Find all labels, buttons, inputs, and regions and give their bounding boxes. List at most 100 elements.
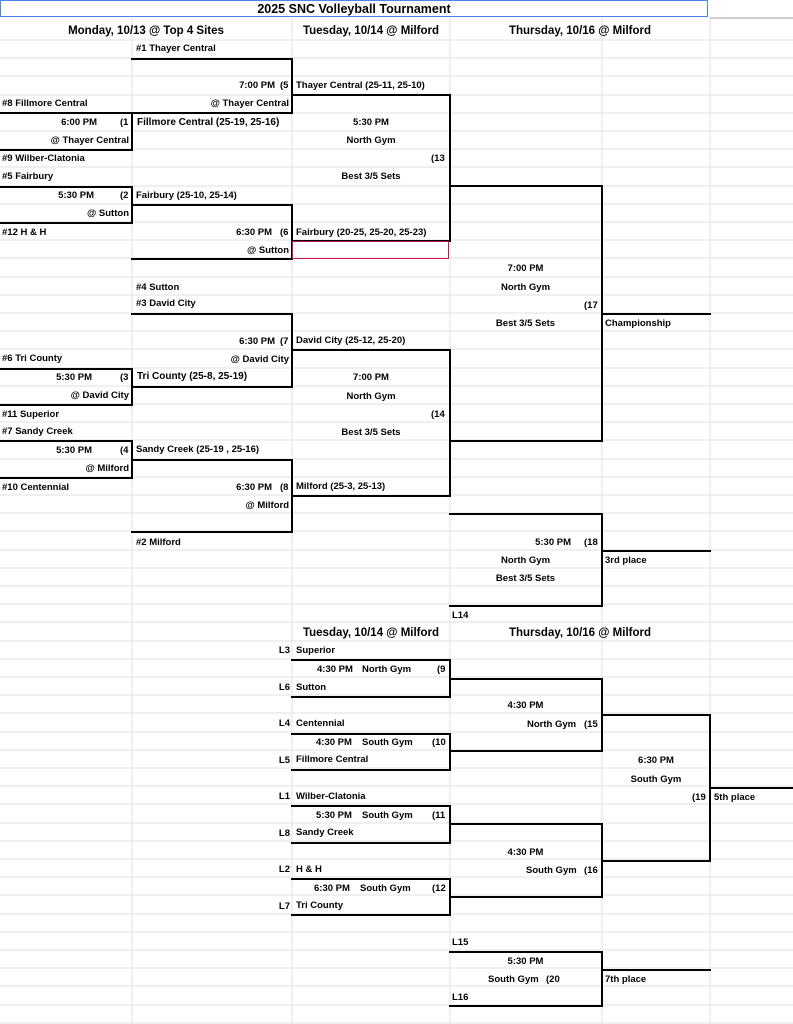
game20-gym[interactable]: South Gym (488, 974, 539, 985)
game16-number[interactable]: (16 (584, 865, 598, 876)
game4-number[interactable]: (4 (120, 445, 129, 456)
loser-1[interactable]: L1 (278, 791, 290, 802)
game19-gym[interactable]: South Gym (630, 774, 682, 785)
seed-1[interactable]: #1 Thayer Central (136, 43, 216, 54)
seed-6[interactable]: #6 Tri County (2, 353, 63, 364)
game9-number[interactable]: (9 (437, 664, 446, 675)
game13-time[interactable]: 5:30 PM (353, 117, 389, 128)
seed-11[interactable]: #11 Superior (2, 409, 60, 420)
game8-number[interactable]: (8 (280, 482, 289, 493)
game2-result[interactable]: Fairbury (25-10, 25-14) (136, 190, 237, 201)
seed-4[interactable]: #4 Sutton (136, 282, 180, 293)
selected-cell[interactable] (292, 241, 449, 259)
seed-10[interactable]: #10 Centennial (2, 482, 70, 493)
seed-3[interactable]: #3 David City (136, 298, 196, 309)
seed-12[interactable]: #12 H & H (2, 227, 47, 238)
game17-sets[interactable]: Best 3/5 Sets (495, 318, 556, 329)
game10-time[interactable]: 4:30 PM (316, 737, 352, 748)
game14-sets[interactable]: Best 3/5 Sets (341, 427, 401, 438)
game6-site[interactable]: @ Sutton (247, 245, 289, 256)
game8-site[interactable]: @ Milford (245, 500, 289, 511)
game1-time[interactable]: 6:00 PM (61, 117, 97, 128)
seventh-place-label[interactable]: 7th place (605, 974, 647, 985)
third-place-label[interactable]: 3rd place (605, 555, 647, 566)
seed-5[interactable]: #5 Fairbury (2, 171, 54, 182)
game5-number[interactable]: (5 (280, 80, 289, 91)
seed-8[interactable]: #8 Fillmore Central (2, 98, 88, 109)
loser-3[interactable]: L3 (278, 645, 290, 656)
game18-sets[interactable]: Best 3/5 Sets (495, 573, 556, 584)
game15-time[interactable]: 4:30 PM (507, 700, 544, 711)
loser-16[interactable]: L16 (452, 992, 469, 1003)
game6-time[interactable]: 6:30 PM (236, 227, 272, 238)
game4-result[interactable]: Sandy Creek (25-19 , 25-16) (136, 444, 260, 455)
seed-7[interactable]: #7 Sandy Creek (2, 426, 73, 437)
game7-site[interactable]: @ David City (230, 354, 289, 365)
game2-site[interactable]: @ Sutton (87, 208, 129, 219)
game7-time[interactable]: 6:30 PM (239, 336, 275, 347)
game4-time[interactable]: 5:30 PM (56, 445, 92, 456)
loser-14[interactable]: L14 (452, 610, 469, 621)
game20-number[interactable]: (20 (546, 974, 560, 985)
game6-result[interactable]: Fairbury (20-25, 25-20, 25-23) (296, 227, 427, 238)
loser-7[interactable]: L7 (278, 901, 290, 912)
game17-number[interactable]: (17 (584, 300, 598, 311)
game5-result[interactable]: Thayer Central (25-11, 25-10) (296, 80, 425, 91)
game13-sets[interactable]: Best 3/5 Sets (341, 171, 401, 182)
game14-time[interactable]: 7:00 PM (353, 372, 389, 383)
title-cell[interactable] (0, 0, 708, 17)
loser-4[interactable]: L4 (278, 718, 290, 729)
championship-label[interactable]: Championship (605, 318, 671, 329)
game10-gym[interactable]: South Gym (362, 737, 413, 748)
game1-number[interactable]: (1 (120, 117, 129, 128)
game9-gym[interactable]: North Gym (362, 664, 412, 675)
team-fillmore-central[interactable]: Fillmore Central (296, 754, 369, 765)
fifth-place-label[interactable]: 5th place (714, 792, 756, 803)
game17-time[interactable]: 7:00 PM (507, 263, 544, 274)
game1-site[interactable]: @ Thayer Central (50, 135, 129, 146)
game14-number[interactable]: (14 (431, 409, 445, 420)
game3-site[interactable]: @ David City (70, 390, 129, 401)
team-sutton[interactable]: Sutton (296, 682, 327, 693)
game16-gym[interactable]: South Gym (526, 865, 577, 876)
game8-result[interactable]: Milford (25-3, 25-13) (296, 481, 386, 492)
game14-gym[interactable]: North Gym (346, 391, 396, 402)
game11-time[interactable]: 5:30 PM (316, 810, 352, 821)
game5-time[interactable]: 7:00 PM (239, 80, 275, 91)
game12-gym[interactable]: South Gym (360, 883, 411, 894)
game17-gym[interactable]: North Gym (500, 282, 551, 293)
game19-number[interactable]: (19 (692, 792, 706, 803)
seed-2[interactable]: #2 Milford (136, 537, 181, 548)
game3-time[interactable]: 5:30 PM (56, 372, 92, 383)
game18-time[interactable]: 5:30 PM (535, 537, 571, 548)
game6-number[interactable]: (6 (280, 227, 289, 238)
game7-result[interactable]: David City (25-12, 25-20) (296, 335, 406, 346)
seed-9[interactable]: #9 Wilber-Clatonia (2, 153, 85, 164)
game7-number[interactable]: (7 (280, 336, 289, 347)
game20-time[interactable]: 5:30 PM (507, 956, 544, 967)
team-centennial[interactable]: Centennial (296, 718, 345, 729)
game13-number[interactable]: (13 (431, 153, 445, 164)
game3-number[interactable]: (3 (120, 372, 129, 383)
game15-gym[interactable]: North Gym (527, 719, 577, 730)
game10-number[interactable]: (10 (432, 737, 446, 748)
team-h-and-h[interactable]: H & H (296, 864, 322, 875)
loser-2[interactable]: L2 (278, 864, 290, 875)
game5-site[interactable]: @ Thayer Central (210, 98, 289, 109)
game13-gym[interactable]: North Gym (346, 135, 396, 146)
game11-gym[interactable]: South Gym (362, 810, 413, 821)
game4-site[interactable]: @ Milford (85, 463, 129, 474)
game12-number[interactable]: (12 (432, 883, 446, 894)
game19-time[interactable]: 6:30 PM (638, 755, 674, 766)
game18-number[interactable]: (18 (584, 537, 598, 548)
game2-time[interactable]: 5:30 PM (58, 190, 94, 201)
game8-time[interactable]: 6:30 PM (236, 482, 272, 493)
loser-15[interactable]: L15 (452, 937, 469, 948)
loser-6[interactable]: L6 (278, 682, 290, 693)
loser-8[interactable]: L8 (278, 828, 290, 839)
team-tri-county[interactable]: Tri County (296, 900, 343, 911)
game15-number[interactable]: (15 (584, 719, 598, 730)
team-sandy-creek[interactable]: Sandy Creek (296, 827, 354, 838)
game2-number[interactable]: (2 (120, 190, 129, 201)
loser-5[interactable]: L5 (278, 755, 290, 766)
